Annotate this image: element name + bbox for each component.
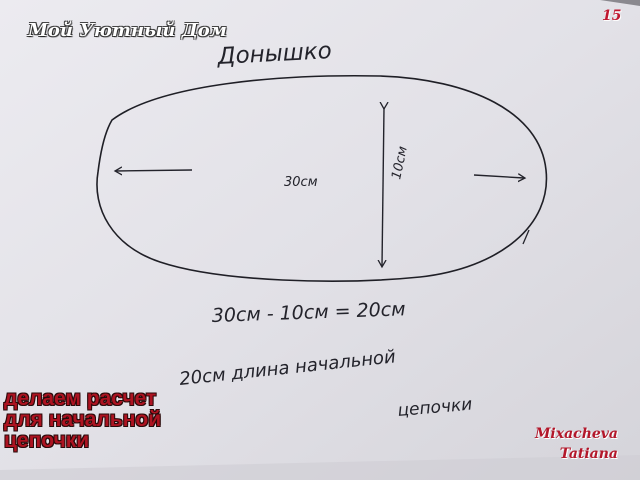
caption-line-3: цепочки — [4, 429, 90, 452]
left-arrow — [116, 170, 193, 171]
width-label: 10см — [389, 145, 411, 181]
heading-text: Донышко — [216, 38, 332, 70]
oval-outline — [96, 74, 548, 282]
table-corner-top-right — [600, 0, 640, 6]
site-watermark: Мой Уютный Дом — [28, 20, 227, 41]
caption-line-2: для начальной — [4, 408, 162, 431]
vertical-arrow — [382, 108, 384, 266]
caption: делаем расчет для начальной цепочки — [4, 388, 161, 451]
page-number: 15 — [602, 8, 622, 24]
length-label: 30см — [284, 175, 318, 190]
right-arrow — [473, 175, 524, 178]
paper-fold-shadow — [0, 455, 640, 480]
caption-line-1: делаем расчет — [4, 387, 157, 410]
author-first-name: Mixacheva — [534, 426, 618, 442]
author-signature: Mixacheva Tatiana — [535, 424, 618, 464]
edge-tick — [522, 229, 530, 245]
author-last-name: Tatiana — [559, 446, 618, 462]
